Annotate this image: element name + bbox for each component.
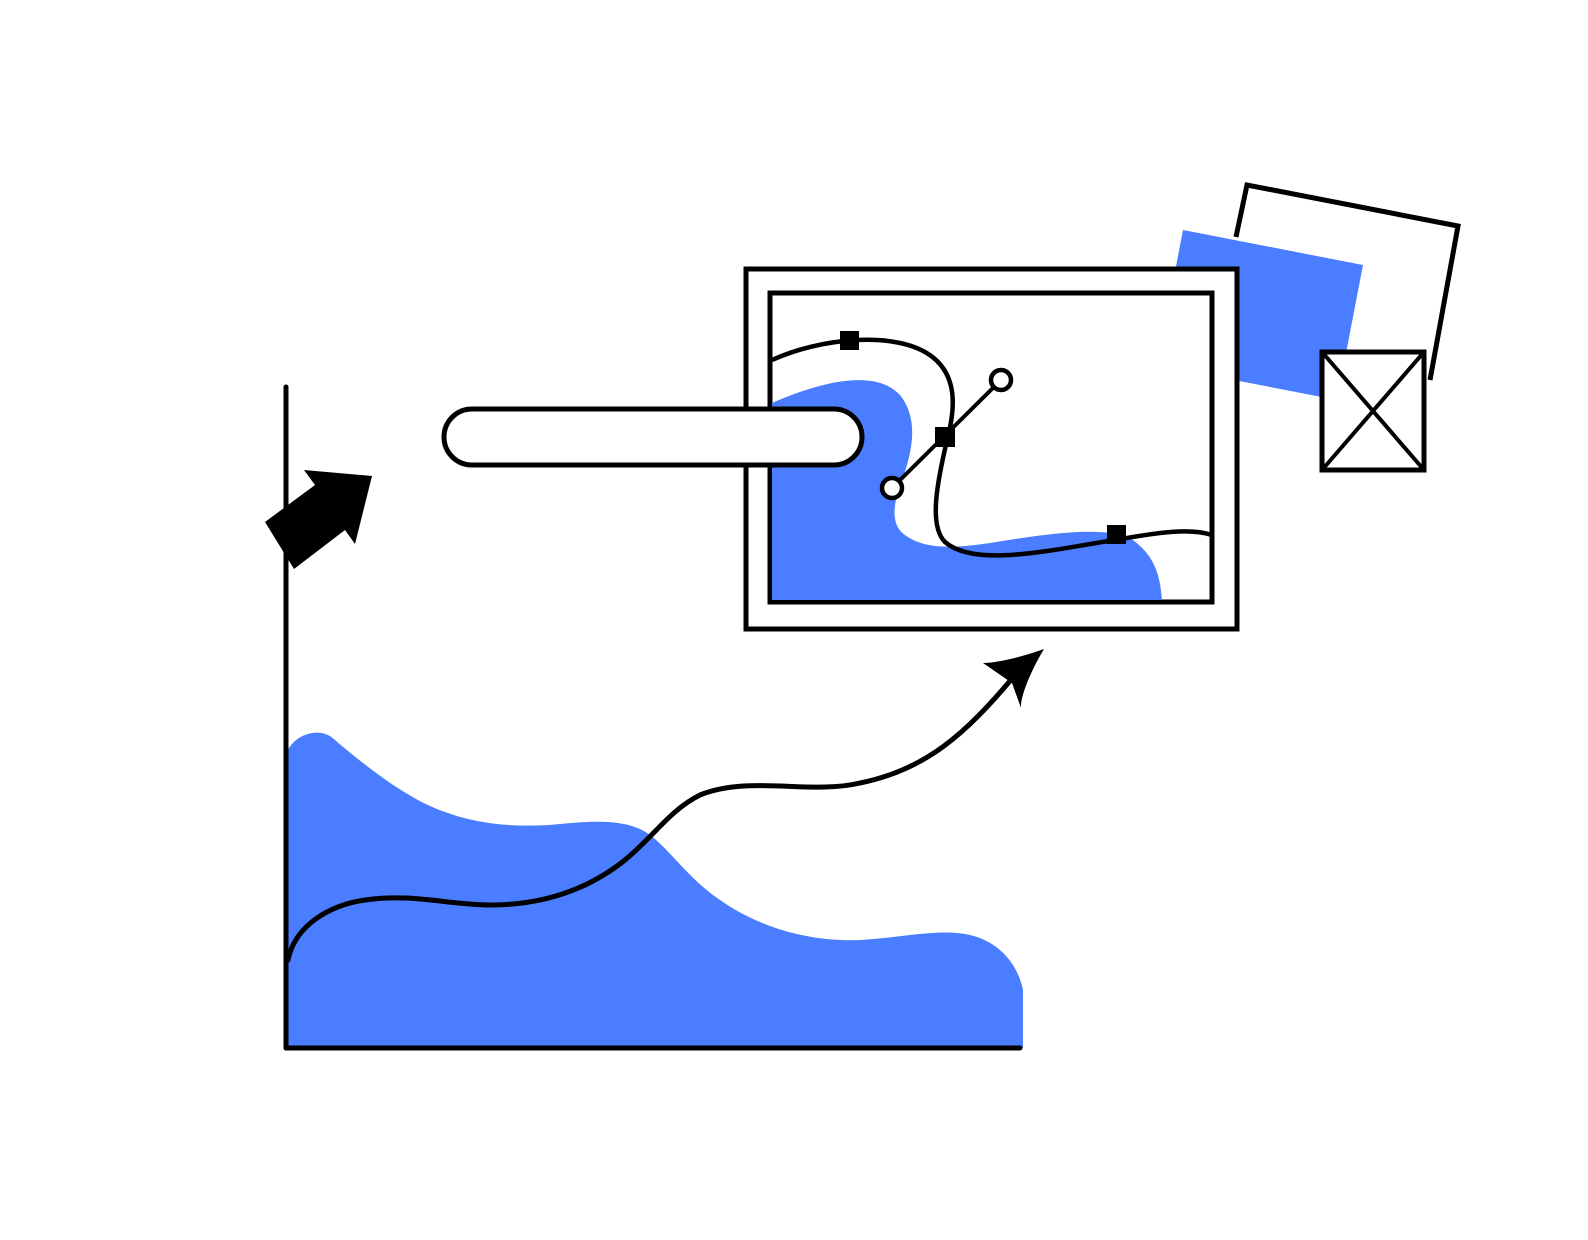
rotated-rectangle-outline: [1233, 182, 1461, 381]
handle-point-upper: [988, 367, 1014, 393]
pill-shape-icon: [441, 406, 865, 468]
image-placeholder-icon: [1319, 349, 1427, 473]
frame-blue-wave: [772, 380, 1162, 600]
handle-point-lower: [879, 475, 905, 501]
anchor-point-top: [840, 331, 859, 350]
bezier-handle-icon: [879, 367, 1014, 501]
cursor-arrow-icon: [265, 470, 372, 569]
bar-chart-axes-icon: [283, 384, 1023, 1051]
curved-arrow-line: [285, 672, 1018, 963]
anchor-point-right: [1107, 525, 1126, 544]
curved-arrow-icon: [285, 649, 1044, 963]
curved-arrow-head: [983, 649, 1044, 708]
chart-blue-area: [288, 732, 1023, 1048]
